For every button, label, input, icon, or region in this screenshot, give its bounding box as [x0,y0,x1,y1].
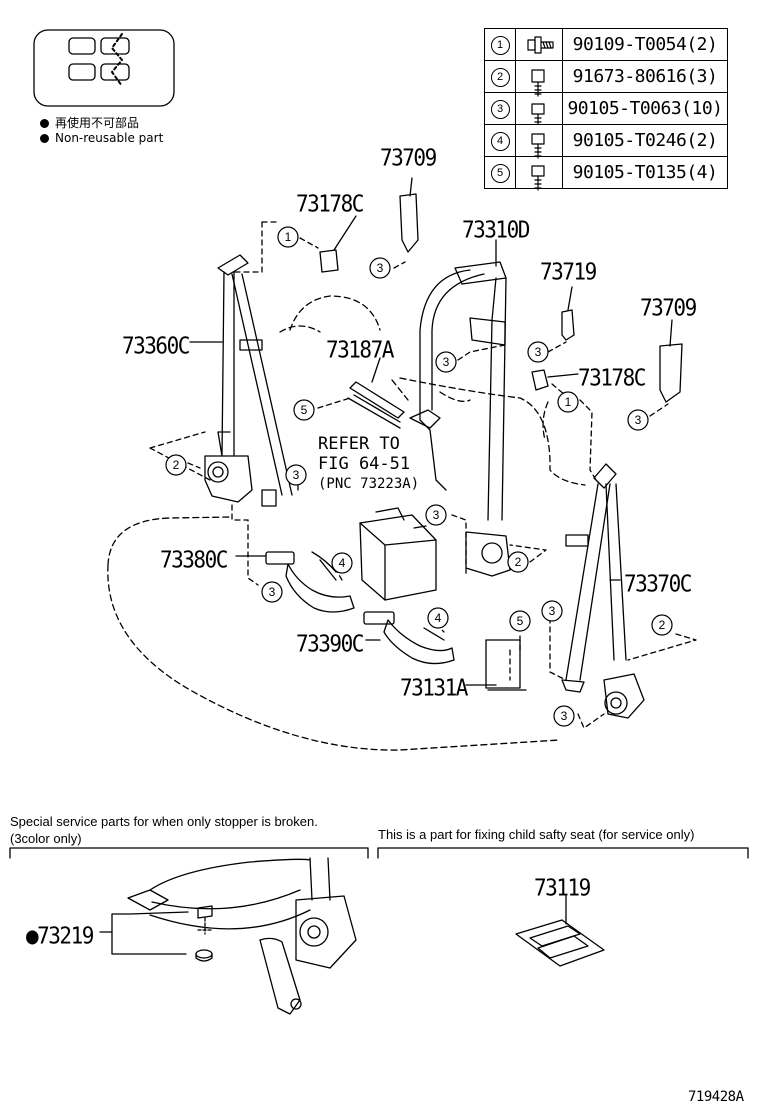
legend-japanese-text: 再使用不可部品 [55,116,140,130]
callout-5: 5 [301,403,308,417]
hardware-ref: 4 [484,124,516,157]
legend-english-text: Non-reusable part [55,131,164,145]
refer-line-2: FIG 64-51 [318,454,411,474]
hardware-part-number: 90109-T0054(2) [562,28,728,61]
callout-4: 4 [339,556,346,570]
callout-3: 3 [269,585,276,599]
callout-5: 5 [517,614,524,628]
callout-2: 2 [515,555,522,569]
callout-3: 3 [433,508,440,522]
bullet-icon [40,134,49,143]
callout-3: 3 [549,604,556,618]
hardware-ref-circle: 2 [490,67,510,87]
stopper-note: Special service parts for when only stop… [10,814,318,829]
part-73390c: 73390C [296,630,364,657]
callout-2: 2 [659,618,666,632]
part-leaders [189,177,673,686]
hardware-part-number: 90105-T0063(10) [562,92,728,125]
hardware-ref-circle: 5 [490,163,510,183]
hardware-ref-circle: 3 [490,99,510,119]
callout-3: 3 [377,261,384,275]
part-73178c-top: 73178C [296,190,364,217]
callout-3: 3 [535,345,542,359]
callout-circles [165,226,673,727]
bolt-icon [515,156,563,189]
hardware-row: 4 90105-T0246(2) [484,124,728,157]
buckle-box [359,507,437,601]
short-bolt-icon [515,92,563,125]
small-parts [319,193,683,691]
legend-english: Non-reusable part [40,131,163,145]
legend-japanese: 再使用不可部品 [40,114,139,131]
refer-line-3: (PNC 73223A) [318,476,420,492]
hardware-ref-circle: 1 [490,35,510,55]
hardware-part-number: 90105-T0246(2) [562,124,728,157]
bolt-with-washer-icon [515,28,563,61]
part-73219: ●73219 [26,922,94,949]
part-73310d: 73310D [462,216,530,243]
vehicle-locator-icon [33,29,175,107]
right-retractor-belt [561,463,645,719]
section-brackets [9,847,749,859]
hardware-part-number: 91673-80616(3) [562,60,728,93]
child-seat-plate [515,895,605,967]
hardware-row: 5 90105-T0135(4) [484,156,728,189]
stopper-note-2: (3color only) [10,831,82,846]
hardware-part-number: 90105-T0135(4) [562,156,728,189]
refer-line-1: REFER TO [318,434,400,454]
part-73360c: 73360C [122,332,190,359]
left-retractor-belt [204,254,293,507]
hardware-row: 2 91673-80616(3) [484,60,728,93]
hardware-row: 3 90105-T0063(10) [484,92,728,125]
hardware-table: 1 90109-T0054(2) 2 91673-80616(3) 3 90105-T00… [484,28,728,189]
callout-3: 3 [443,355,450,369]
part-73370c: 73370C [624,570,692,597]
part-73709-top: 73709 [380,144,437,171]
hardware-ref: 3 [484,92,516,125]
callout-3: 3 [635,413,642,427]
seat-outline [107,295,586,751]
part-73178c-right: 73178C [578,364,646,391]
callout-4: 4 [435,611,442,625]
buckle-assemblies [265,551,455,665]
figure-number: 719428A [688,1089,744,1105]
center-buckle-strap [347,381,405,429]
callout-2: 2 [173,458,180,472]
callout-1: 1 [565,395,572,409]
stopper-detail [99,857,357,1015]
hardware-ref-circle: 4 [490,131,510,151]
part-73719: 73719 [540,258,597,285]
hardware-ref: 5 [484,156,516,189]
leader-lines [149,221,697,729]
flange-bolt-icon [515,60,563,93]
part-73131a: 73131A [400,674,468,701]
bolt-icon [515,124,563,157]
callout-3: 3 [561,709,568,723]
callout-3: 3 [293,468,300,482]
hardware-row: 1 90109-T0054(2) [484,28,728,61]
bullet-icon [40,119,49,128]
hardware-ref: 2 [484,60,516,93]
callout-1: 1 [285,230,292,244]
part-73187a: 73187A [326,336,394,363]
part-73119: 73119 [534,874,591,901]
part-73380c: 73380C [160,546,228,573]
part-73709-right: 73709 [640,294,697,321]
child-seat-note: This is a part for fixing child safty se… [378,827,695,842]
hardware-ref: 1 [484,28,516,61]
